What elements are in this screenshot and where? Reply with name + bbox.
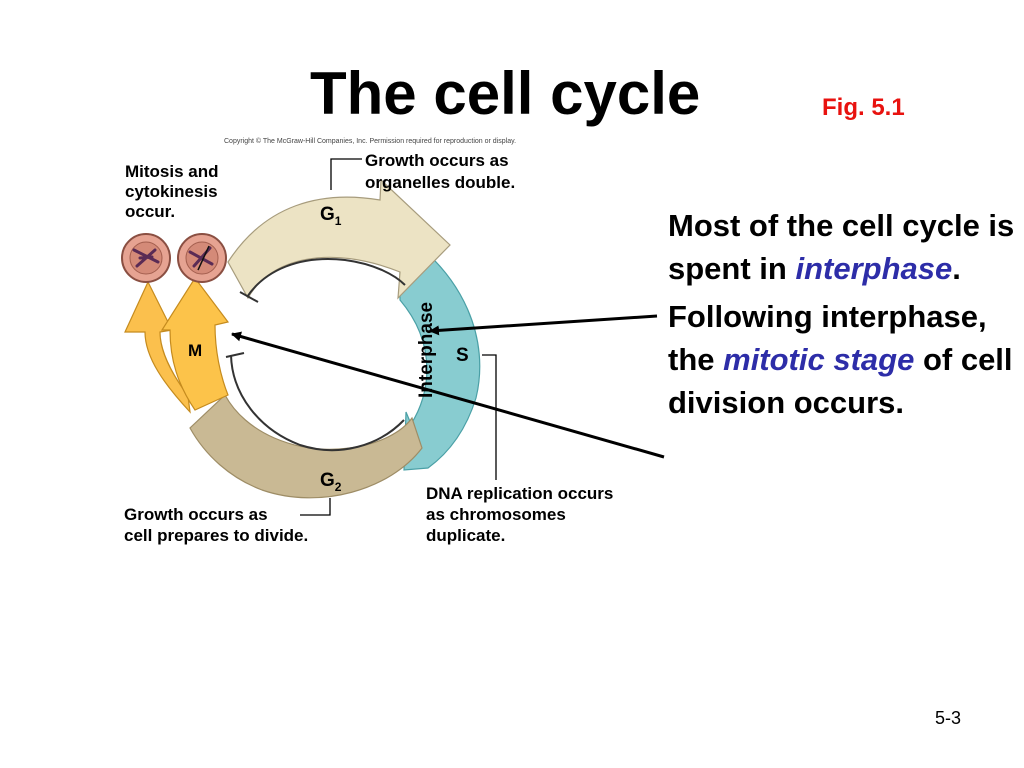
figure-label: Fig. 5.1 bbox=[822, 94, 905, 121]
g1-label: G1 bbox=[320, 204, 342, 228]
mitotic-pointer-arrow bbox=[231, 331, 665, 459]
s-label: S bbox=[456, 345, 469, 366]
ring-tick bbox=[239, 291, 259, 303]
bullet-mitotic: Following interphase, the mitotic stage … bbox=[668, 299, 1013, 420]
bullet-interphase: Most of the cell cycle is spent in inter… bbox=[668, 208, 1015, 286]
g1-growth-annotation: Growth occurs as organelles double. bbox=[365, 151, 515, 192]
inner-cycle-ring bbox=[246, 258, 406, 298]
interphase-pointer-arrow bbox=[429, 314, 658, 336]
g2-growth-annotation: Growth occurs as cell prepares to divide… bbox=[124, 505, 308, 545]
mitotic-stage-term: mitotic stage bbox=[723, 342, 915, 377]
dividing-cell-right bbox=[177, 233, 227, 283]
g2-label: G2 bbox=[320, 470, 342, 494]
slide-title: The cell cycle bbox=[310, 60, 701, 127]
m-label: M bbox=[188, 341, 202, 360]
interphase-label: Interphase bbox=[416, 302, 437, 398]
g1-leader-line bbox=[330, 158, 362, 190]
mitosis-annotation: Mitosis and cytokinesis occur. bbox=[125, 162, 223, 221]
ring-tick bbox=[225, 352, 245, 358]
s-leader-line bbox=[482, 354, 497, 480]
dividing-cell-left bbox=[121, 233, 171, 283]
copyright-notice: Copyright © The McGraw-Hill Companies, I… bbox=[224, 137, 516, 145]
s-phase-arc bbox=[399, 230, 481, 471]
interphase-term: interphase bbox=[795, 251, 953, 286]
page-number: 5-3 bbox=[935, 708, 962, 728]
g2-leader-line bbox=[300, 498, 331, 516]
inner-cycle-ring-lower bbox=[230, 354, 405, 452]
explanation-text: Most of the cell cycle is spent in inter… bbox=[668, 204, 1018, 429]
dna-annotation: DNA replication occurs as chromosomes du… bbox=[426, 484, 618, 545]
